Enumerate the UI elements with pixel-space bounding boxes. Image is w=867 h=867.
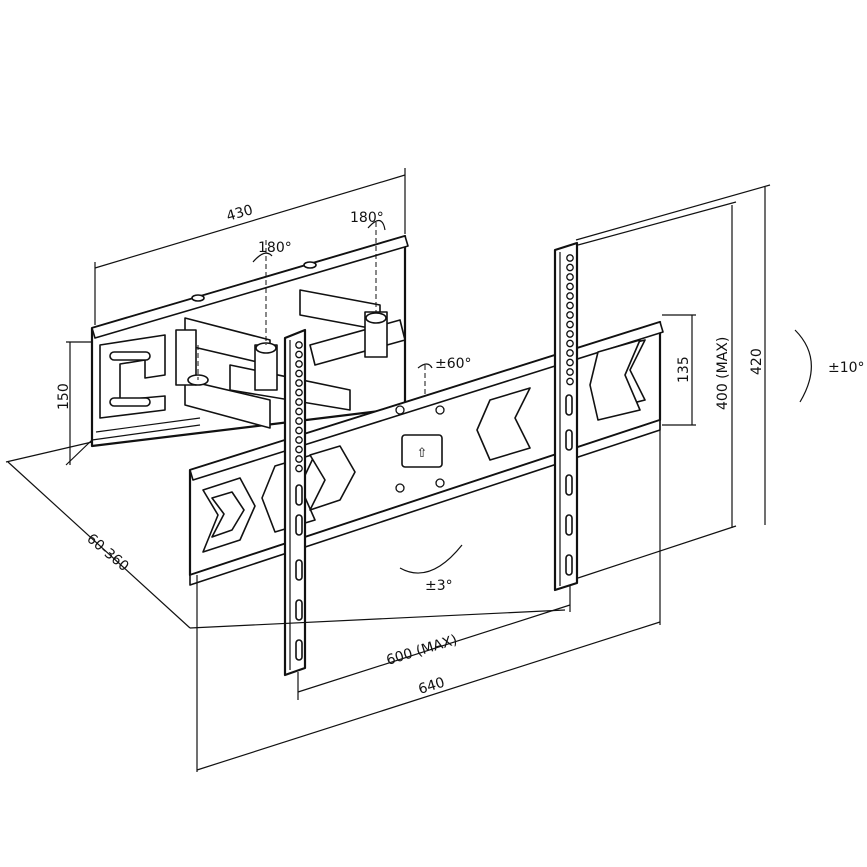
rail-hole: [566, 301, 574, 310]
rail-hole: [566, 320, 574, 329]
rail-hole: [295, 398, 303, 406]
rail-hole: [566, 368, 574, 376]
rail-hole: [295, 360, 303, 368]
rail-hole: [295, 426, 303, 435]
svg-text:⇧: ⇧: [417, 446, 428, 461]
label-60-360: 60-360: [83, 531, 131, 575]
rail-hole: [566, 292, 574, 300]
dimension-lines: [5, 168, 812, 772]
label-60: ±60°: [435, 356, 472, 372]
rail-hole: [295, 341, 303, 349]
rail-hole: [295, 417, 303, 425]
rail-hole: [295, 379, 303, 387]
articulating-arms: [175, 222, 426, 429]
rail-hole: [566, 358, 574, 367]
rail-hole: [295, 436, 303, 444]
rail-hole: [566, 254, 574, 262]
rail-hole: [295, 445, 303, 454]
label-600-max: 600 (MAX): [384, 632, 459, 669]
rail-hole: [566, 339, 574, 348]
rail-hole: [295, 464, 303, 473]
label-150: 150: [56, 383, 72, 410]
rail-hole: [295, 369, 303, 378]
rail-hole: [295, 455, 303, 463]
rail-hole: [566, 349, 574, 357]
tv-plate: ⇧: [188, 320, 664, 586]
rail-hole: [566, 263, 574, 272]
rail-hole: [566, 311, 574, 319]
rail-hole: [566, 282, 574, 291]
label-180-right: 180°: [350, 210, 384, 226]
rail-hole: [566, 273, 574, 281]
label-430: 430: [225, 202, 255, 225]
rail-hole: [566, 377, 574, 386]
label-400-max: 400 (MAX): [715, 337, 731, 410]
label-135: 135: [676, 356, 692, 383]
rail-hole: [295, 388, 303, 397]
rail-hole: [295, 350, 303, 359]
left-vertical-rail: [283, 328, 307, 677]
label-640: 640: [416, 675, 446, 698]
rail-hole: [295, 407, 303, 416]
rail-hole: [566, 330, 574, 338]
label-10: ±10°: [828, 360, 865, 376]
label-420: 420: [749, 348, 765, 375]
right-vertical-rail: [553, 241, 579, 592]
label-180-left: 180°: [258, 240, 292, 256]
label-3: ±3°: [425, 578, 453, 594]
